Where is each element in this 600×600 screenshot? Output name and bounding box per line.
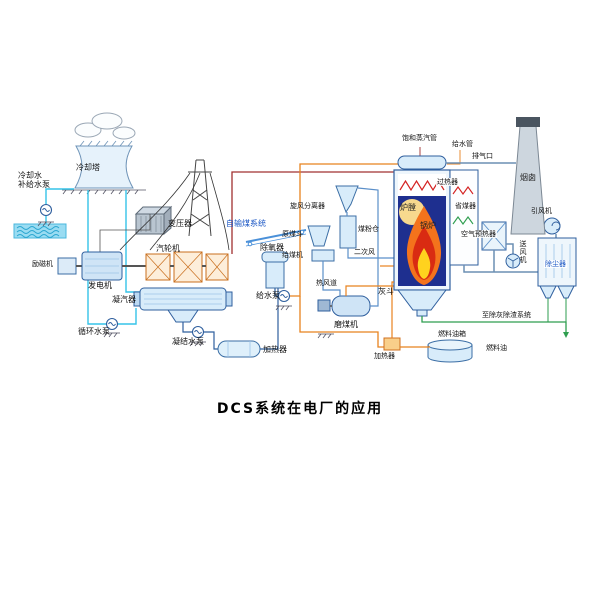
condensate-pump-symbol — [191, 325, 205, 339]
label-fuel-oil: 燃料油 — [486, 344, 507, 352]
coal-mill — [317, 295, 371, 317]
label-turbine: 汽轮机 — [156, 244, 180, 253]
label-secondary-air: 二次风 — [354, 248, 375, 256]
label-lp-heater: 加热器 — [263, 345, 287, 354]
transmission-tower — [188, 159, 212, 237]
ash-hopper — [397, 289, 447, 317]
label-ash-removal: 至除灰除渣系统 — [482, 311, 531, 319]
label-cooling-tower: 冷却塔 — [76, 163, 100, 172]
ground-symbol — [317, 333, 335, 339]
economizer-coil — [452, 216, 474, 225]
coal-conveyor — [245, 229, 307, 247]
label-coal-conveying: 自输煤系统 — [226, 219, 266, 228]
steam-drum — [397, 155, 447, 170]
label-condenser: 凝汽器 — [112, 295, 136, 304]
main-steam-pipe — [231, 171, 396, 254]
label-coal-feeder: 给煤机 — [282, 251, 303, 259]
label-chimney: 烟囱 — [520, 173, 536, 182]
label-exhaust-outlet: 排气口 — [472, 152, 493, 160]
label-fuel-oil-tank: 燃料油箱 — [438, 330, 466, 338]
label-raw-coal-hopper: 原煤斗 — [282, 230, 303, 238]
fuel-oil-pipes — [391, 281, 430, 348]
water-channel — [13, 223, 67, 239]
generator-bus-line — [99, 214, 151, 252]
label-generator: 发电机 — [88, 281, 112, 290]
label-oil-heater: 加热器 — [374, 352, 395, 360]
cooling-tower — [62, 140, 146, 195]
steam-clouds — [74, 112, 136, 140]
coal-feeder — [311, 249, 335, 262]
label-ash-hopper: 灰斗 — [378, 287, 394, 296]
condenser — [133, 287, 233, 323]
flame-core — [417, 248, 431, 279]
chimney — [510, 117, 546, 235]
label-fd-fan: 送风机 — [519, 240, 528, 264]
diagram-title: DCS系统在电厂的应用 — [216, 401, 384, 417]
raw-coal-hopper — [307, 225, 331, 247]
label-dust-collector: 除尘器 — [544, 260, 567, 269]
label-circulating-pump: 循环水泵 — [78, 327, 110, 336]
label-economizer: 省煤器 — [454, 202, 477, 211]
feed-pump-symbol — [277, 289, 291, 303]
coal-powder-bin — [339, 215, 357, 249]
exciter — [57, 257, 77, 275]
label-superheater: 过热器 — [436, 178, 459, 187]
ash-line-arrow — [563, 332, 569, 338]
label-cyclone-separator: 旋风分离器 — [290, 202, 325, 210]
boiler-furnace — [393, 169, 451, 291]
label-coal-powder-bin: 煤粉仓 — [358, 225, 379, 233]
ash-removal-line — [421, 298, 567, 332]
label-makeup-pump: 冷却水 补给水泵 — [18, 171, 50, 190]
label-furnace: 炉膛 — [400, 203, 416, 212]
label-feed-pump: 给水泵 — [256, 291, 280, 300]
feedwater-pipes — [290, 150, 461, 348]
label-condensate-pump: 凝结水泵 — [172, 337, 204, 346]
rear-coil-red — [452, 186, 474, 195]
label-hot-air-duct: 热风道 — [316, 279, 337, 287]
coal-air-pipes — [322, 187, 394, 307]
label-boiler: 锅炉 — [420, 221, 436, 230]
power-wires — [119, 172, 230, 251]
label-saturated-steam-pipe: 饱和蒸汽管 — [402, 134, 437, 142]
label-id-fan: 引风机 — [531, 207, 552, 215]
label-air-preheater: 空气预热器 — [460, 230, 497, 239]
id-fan — [543, 217, 561, 235]
fd-fan — [505, 253, 521, 269]
turbine — [145, 251, 229, 283]
hot-air-pipes — [345, 265, 394, 296]
label-coal-mill: 磨煤机 — [334, 320, 358, 329]
oil-heater — [383, 337, 401, 351]
makeup-pump-symbol — [39, 203, 53, 217]
condensate-pipes — [182, 288, 279, 350]
label-feedwater-pipe: 给水管 — [452, 140, 473, 148]
cyclone-separator — [335, 185, 359, 214]
fuel-oil-tank — [427, 339, 473, 363]
label-transformer: 变压器 — [168, 219, 192, 228]
label-exciter: 励磁机 — [32, 260, 53, 268]
lp-heater — [217, 340, 261, 358]
deaerator — [261, 251, 289, 289]
generator — [81, 251, 123, 281]
label-deaerator: 除氧器 — [260, 243, 284, 252]
